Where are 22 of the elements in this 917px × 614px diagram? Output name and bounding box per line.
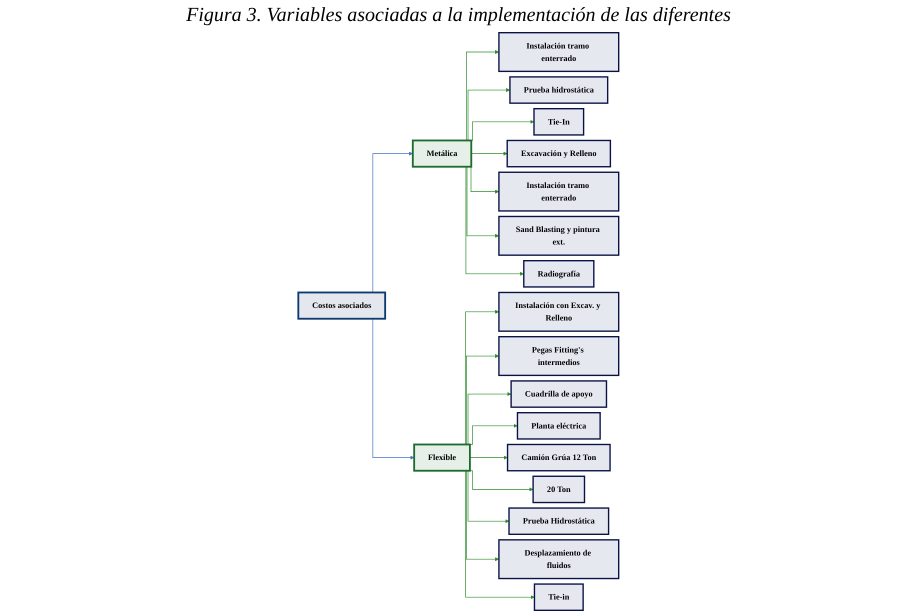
node-box: Instalación con Excav. y Relleno: [498, 292, 620, 332]
arrow: [470, 152, 508, 156]
node-box: Sand Blasting y pintura ext.: [498, 216, 620, 256]
node-box: Excavación y Relleno: [506, 140, 612, 168]
node-box: Tie-in: [534, 583, 584, 611]
node-box: Camión Grúa 12 Ton: [506, 444, 611, 472]
node-box: Prueba hidrostática: [509, 76, 608, 104]
node-box: Instalación tramo enterrado: [498, 172, 620, 212]
node-box: Pegas Fitting's intermedios: [498, 336, 620, 376]
node-box: Flexible: [413, 444, 471, 472]
arrow: [470, 456, 508, 460]
node-box: Instalación tramo enterrado: [498, 32, 620, 72]
node-box: Desplazamiento de fluidos: [498, 539, 620, 580]
node-box: Costos asociados: [297, 292, 386, 320]
node-box: 20 Ton: [532, 476, 586, 504]
node-box: Planta eléctrica: [516, 412, 601, 440]
node-box: Metálica: [412, 140, 472, 168]
node-box: Cuadrilla de apoyo: [510, 380, 608, 408]
figure-title: Figura 3. Variables asociadas a la implementación de las diferentes: [186, 4, 731, 27]
node-box: Tie-In: [533, 108, 584, 136]
node-box: Prueba Hidrostática: [508, 507, 610, 535]
node-box: Radiografía: [523, 260, 594, 288]
